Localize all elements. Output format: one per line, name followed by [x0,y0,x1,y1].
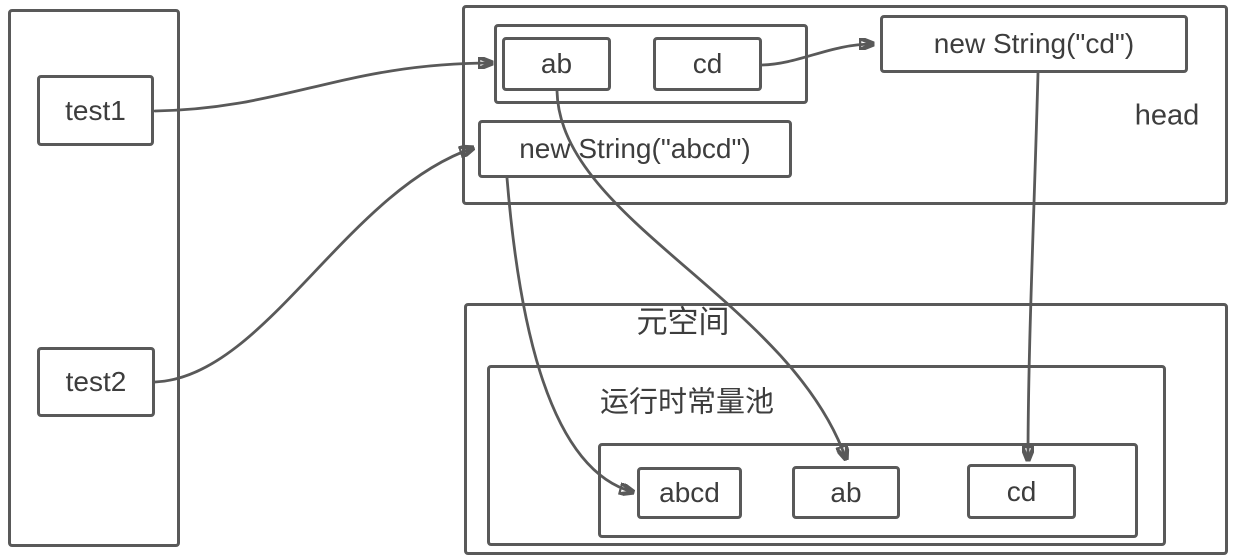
heap-object-new-string-cd-box: new String("cd") [880,15,1188,73]
stack-var-test1-label: test1 [65,94,126,126]
arrow-test2-to-new-string-abcd [153,148,473,384]
pool-string-cd-label: cd [1006,475,1037,507]
stack-var-test2-box: test2 [37,347,155,417]
pool-string-abcd-box: abcd [637,467,742,519]
stack-var-test1-box: test1 [37,75,154,146]
array-cell-ab-box: ab [502,37,611,91]
pool-string-ab-label: ab [830,476,862,508]
heap-label: head [1134,99,1200,132]
heap-object-new-string-abcd-label: new String("abcd") [519,133,751,164]
heap-object-new-string-cd-label: new String("cd") [933,28,1135,59]
array-cell-cd-box: cd [653,37,762,91]
stack-var-test2-label: test2 [65,366,127,397]
pool-string-cd-box: cd [967,464,1076,519]
heap-object-new-string-abcd-box: new String("abcd") [478,120,792,178]
array-cell-ab-label: ab [540,48,573,79]
array-cell-cd-label: cd [692,48,723,79]
pool-string-abcd-label: abcd [659,477,720,508]
runtime-pool-label: 运行时常量池 [599,386,775,419]
arrow-test1-to-array-ab [153,63,492,113]
metaspace-label: 元空间 [636,304,730,340]
pool-string-ab-box: ab [792,466,900,519]
